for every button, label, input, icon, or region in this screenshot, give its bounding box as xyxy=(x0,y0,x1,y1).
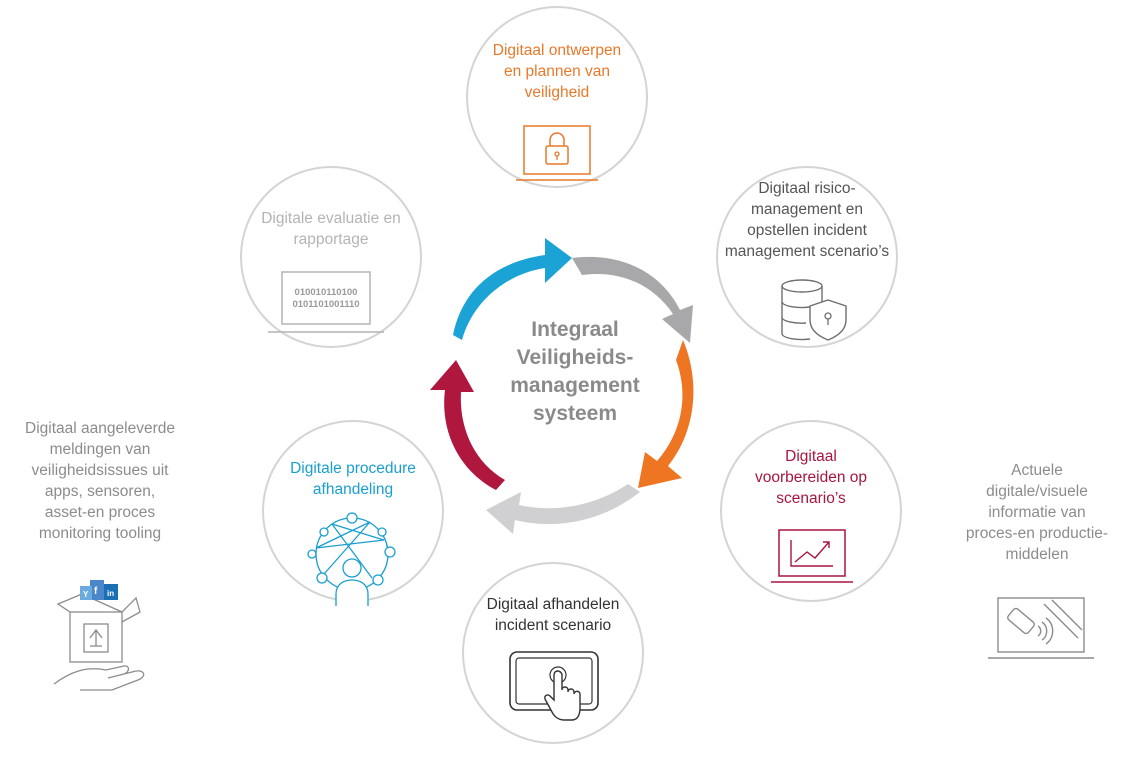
node-risk[interactable] xyxy=(716,166,898,348)
node-evaluation[interactable] xyxy=(240,166,422,348)
node-risk-label: Digitaal risico- management en opstellen… xyxy=(724,180,890,260)
svg-text:in: in xyxy=(107,589,114,598)
laptop-sensor-icon xyxy=(988,597,1094,659)
node-prepare-label: Digitaal voorbereiden op scenario’s xyxy=(754,448,868,507)
node-handle-label: Digitaal afhandelen incident scenario xyxy=(486,596,620,634)
laptop-chart-icon xyxy=(771,529,853,583)
svg-text:Y: Y xyxy=(83,590,89,599)
network-person-icon xyxy=(307,512,396,606)
database-shield-icon xyxy=(781,279,847,341)
node-prepare[interactable] xyxy=(720,420,902,602)
laptop-binary-icon: 010010110100 0101101001110 xyxy=(268,271,384,333)
side-left-label: Digitaal aangeleverde meldingen van veil… xyxy=(25,420,175,542)
node-procedure-label: Digitale procedure afhandeling xyxy=(290,460,416,498)
arrow-grey xyxy=(572,256,693,343)
svg-text:f: f xyxy=(94,586,98,597)
laptop-lock-icon xyxy=(516,125,598,181)
arrow-red xyxy=(430,360,505,490)
arrow-orange xyxy=(638,340,694,488)
arrow-lightgrey xyxy=(486,484,640,534)
touchscreen-icon xyxy=(509,651,599,721)
arrow-blue xyxy=(453,238,572,340)
node-evaluation-label: Digitale evaluatie en rapportage xyxy=(261,210,401,248)
box-hand-upload-icon: Y f in xyxy=(53,580,145,691)
binary-line-1: 010010110100 xyxy=(295,287,358,298)
center-title: Integraal Veiligheids- management systee… xyxy=(510,318,640,425)
binary-line-2: 0101101001110 xyxy=(292,299,359,310)
node-design-label: Digitaal ontwerpen en plannen van veilig… xyxy=(492,42,622,101)
side-right-label: Actuele digitale/visuele informatie van … xyxy=(965,462,1109,563)
